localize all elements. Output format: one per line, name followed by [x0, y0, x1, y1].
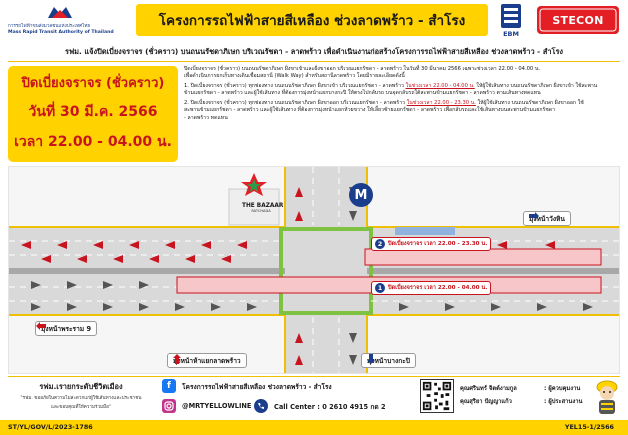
- closure-number-2: 2: [375, 239, 385, 249]
- call-center-contact[interactable]: Call Center : 0 2610 4915 กด 2: [254, 399, 386, 413]
- detail-item-2-line-3: - ลาดพร้าว ทดแทน: [184, 114, 228, 121]
- detail-item-1-line-2: ข้ามแยกรัชดา - ลาดพร้าว และผู้ใช้เส้นทาง…: [184, 90, 541, 97]
- mrta-logo-icon: [48, 7, 72, 18]
- document-reference: YEL15-1/2566: [564, 423, 614, 431]
- detail-item-1-time: ในช่วงเวลา 22.00 - 04.00 น.: [405, 83, 475, 90]
- header-title-bar: โครงการรถไฟฟ้าสายสีเหลือง ช่วงลาดพร้าว -…: [136, 4, 488, 36]
- traffic-map: THE BAZAAR RATCHADA M 2 ปิดเบี่ยงจราจร เ…: [8, 166, 620, 374]
- apology-line-1: "รฟม. ขออภัยในความไม่สะดวกแก่ผู้ใช้เส้นท…: [20, 396, 142, 401]
- detail-block: ปิดเบี่ยงจราจร (ชั่วคราว) บนถนนรัชดาภิเษ…: [184, 66, 622, 162]
- staff-contacts: คุณศรินทร์ จิตต์งามกูล : ผู้ควบคุมงาน คุ…: [460, 381, 588, 415]
- staff-name: คุณสุริยา ปัญญาแก้ว: [460, 398, 512, 405]
- qr-code-icon[interactable]: [420, 379, 454, 413]
- walkway-structure: [395, 227, 455, 235]
- arrow-left-icon: [36, 322, 46, 330]
- detail-item-1-text: 1. ปิดเบี่ยงจราจร (ชั่วคราว) ทุกช่องทาง …: [184, 83, 404, 90]
- closure-text-2: ปิดเบี่ยงจราจร เวลา 22.00 - 23.30 น.: [388, 241, 488, 247]
- detail-intro-1: ปิดเบี่ยงจราจร (ชั่วคราว) บนถนนรัชดาภิเษ…: [184, 66, 541, 72]
- divider: [8, 376, 620, 377]
- closure-label-1: 1 ปิดเบี่ยงจราจร เวลา 22.00 - 04.00 น.: [371, 281, 492, 295]
- phone-icon: [254, 399, 268, 413]
- footer-slogan-block: รฟม.เรายกระดับชีวิตเมือง "รฟม. ขออภัยในค…: [8, 381, 154, 415]
- staff-role: : ผู้ควบคุมงาน: [544, 385, 581, 392]
- direction-text-east: มุ่งหน้าวังหิน: [529, 215, 565, 223]
- ebm-label: EBM: [503, 30, 519, 38]
- arrow-down-icon: [367, 354, 375, 364]
- facebook-icon: f: [162, 379, 176, 393]
- footer-contacts: f โครงการรถไฟฟ้าสายสีเหลือง ช่วงลาดพร้าว…: [162, 379, 412, 419]
- staff-row: คุณศรินทร์ จิตต์งามกูล : ผู้ควบคุมงาน: [460, 381, 588, 394]
- detail-item-2-line-2: สะพานข้ามแยกรัชดา - ลาดพร้าว และผู้ใช้เส…: [184, 107, 556, 114]
- road-diagram: [9, 167, 619, 373]
- intersection-highlight: [279, 227, 373, 315]
- detail-item-1-text-b: ให้ผู้ใช้เส้นทาง บนถนนรัชดาภิเษก ฝั่งขาเ…: [476, 83, 598, 90]
- closure-number-1: 1: [375, 283, 385, 293]
- detail-item-2: 2. ปิดเบี่ยงจราจร (ชั่วคราว) ทุกช่องทาง …: [184, 100, 622, 121]
- mrta-logo: การรถไฟฟ้าขนส่งมวลชนแห่งประเทศไทย Mass R…: [8, 4, 128, 38]
- arrow-right-icon: [529, 212, 539, 220]
- detail-item-2-time: ในช่วงเวลา 22.00 - 23.30 น.: [406, 100, 476, 107]
- ebm-logo-icon: [501, 4, 521, 28]
- bottom-strip: ST/YL/GOV/L/2023-1786 YEL15-1/2566: [0, 420, 628, 435]
- slogan: รฟม.เรายกระดับชีวิตเมือง: [39, 382, 123, 391]
- closed-zone-2: [364, 248, 602, 266]
- instagram-contact[interactable]: @MRTYELLOWLINE: [162, 399, 251, 413]
- header: การรถไฟฟ้าขนส่งมวลชนแห่งประเทศไทย Mass R…: [0, 0, 628, 42]
- bazaar-label: THE BAZAAR RATCHADA: [242, 203, 284, 213]
- mrta-name-thai: การรถไฟฟ้าขนส่งมวลชนแห่งประเทศไทย: [8, 24, 91, 29]
- apology-line-2: และขอบคุณที่ให้ความร่วมมือ": [51, 405, 111, 410]
- instagram-icon: [162, 399, 176, 413]
- ebm-logo: EBM: [494, 3, 528, 39]
- stecon-label: STECON: [552, 13, 604, 27]
- staff-role: : ผู้ประสานงาน: [544, 398, 583, 405]
- page-title: โครงการรถไฟฟ้าสายสีเหลือง ช่วงลาดพร้าว -…: [158, 13, 466, 29]
- metro-station-icon: M: [349, 183, 373, 207]
- mrta-name-english: Mass Rapid Transit Authority of Thailand: [8, 30, 114, 35]
- direction-label-north: มุ่งหน้าห้าแยกลาดพร้าว: [167, 353, 247, 368]
- direction-label-east: มุ่งหน้าวังหิน: [523, 211, 571, 226]
- closure-label-2: 2 ปิดเบี่ยงจราจร เวลา 22.00 - 23.30 น.: [371, 237, 492, 251]
- staff-row: คุณสุริยา ปัญญาแก้ว : ผู้ประสานงาน: [460, 394, 588, 407]
- closure-text-1: ปิดเบี่ยงจราจร เวลา 22.00 - 04.00 น.: [388, 285, 488, 291]
- stecon-logo: STECON: [536, 5, 620, 35]
- call-center-text: Call Center : 0 2610 4915 กด 2: [274, 402, 386, 411]
- notice-date: วันที่ 30 มี.ค. 2566: [28, 104, 158, 120]
- direction-text-north: มุ่งหน้าห้าแยกลาดพร้าว: [173, 357, 241, 365]
- bazaar-sub: RATCHADA: [251, 209, 271, 213]
- facebook-text: โครงการรถไฟฟ้าสายสีเหลือง ช่วงลาดพร้าว -…: [182, 382, 332, 391]
- detail-intro-2: เพื่อดำเนินการยกเก็บทางเดินเชื่อมสถานี (…: [184, 73, 405, 80]
- direction-label-west: มุ่งหน้าพระราม 9: [35, 321, 98, 336]
- facebook-contact[interactable]: f โครงการรถไฟฟ้าสายสีเหลือง ช่วงลาดพร้าว…: [162, 379, 332, 393]
- notice-time: เวลา 22.00 - 04.00 น.: [14, 134, 172, 150]
- document-code: ST/YL/GOV/L/2023-1786: [8, 423, 93, 431]
- announcement: รฟม. แจ้งปิดเบี่ยงจราจร (ชั่วคราว) บนถนน…: [0, 42, 628, 61]
- staff-name: คุณศรินทร์ จิตต์งามกูล: [460, 385, 517, 392]
- direction-label-south: มุ่งหน้าบางกะปิ: [361, 353, 416, 368]
- direction-text-south: มุ่งหน้าบางกะปิ: [367, 357, 410, 365]
- instagram-text: @MRTYELLOWLINE: [182, 402, 252, 410]
- worker-mascot-icon: [596, 380, 618, 414]
- detail-item-1: 1. ปิดเบี่ยงจราจร (ชั่วคราว) ทุกช่องทาง …: [184, 83, 622, 97]
- bazaar-name: THE BAZAAR: [242, 203, 284, 209]
- divider: [8, 61, 620, 62]
- detail-item-1-line-1: 1. ปิดเบี่ยงจราจร (ชั่วคราว) ทุกช่องทาง …: [184, 83, 622, 90]
- notice-box: ปิดเบี่ยงจราจร (ชั่วคราว) วันที่ 30 มี.ค…: [8, 66, 178, 162]
- detail-item-2-text-b: ให้ผู้ใช้เส้นทาง บนถนนรัชดาภิเษก ฝั่งขาอ…: [477, 100, 584, 107]
- detail-item-2-text: 2. ปิดเบี่ยงจราจร (ชั่วคราว) ทุกช่องทาง …: [184, 100, 406, 107]
- stecon-logo-icon: [537, 6, 619, 34]
- arrow-up-icon: [173, 354, 181, 364]
- detail-item-2-line-1: 2. ปิดเบี่ยงจราจร (ชั่วคราว) ทุกช่องทาง …: [184, 100, 622, 107]
- announcement-text: รฟม. แจ้งปิดเบี่ยงจราจร (ชั่วคราว) บนถนน…: [64, 46, 564, 56]
- direction-text-west: มุ่งหน้าพระราม 9: [41, 325, 92, 333]
- notice-title: ปิดเบี่ยงจราจร (ชั่วคราว): [21, 76, 165, 91]
